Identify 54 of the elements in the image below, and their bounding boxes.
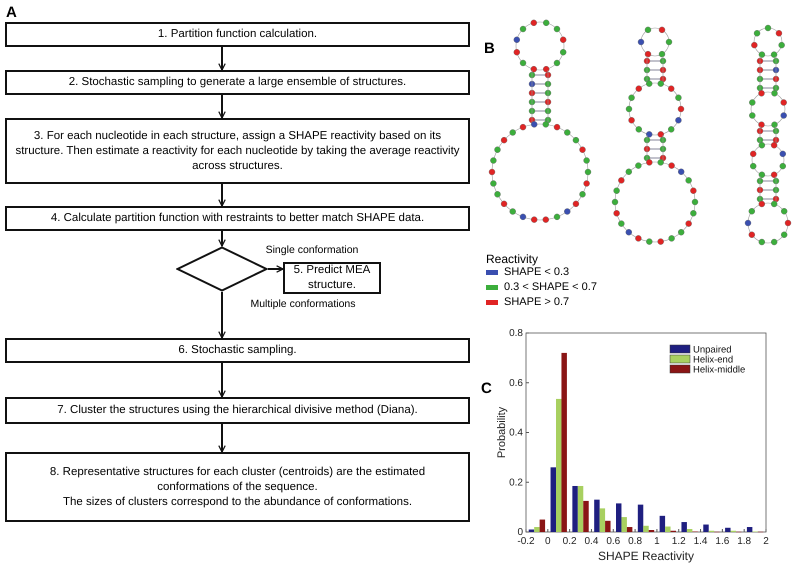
arrow	[218, 424, 226, 453]
step-text: 3. For each nucleotide in each structure, assign a SHAPE reactivity based on its structure. Then estimate a reactivity for each nucleotide by taking the average reactivity across structures.	[15, 128, 460, 174]
panel-letter: C	[481, 379, 492, 399]
tick-label: 2	[763, 536, 769, 547]
legend-label: 0.3 < SHAPE < 0.7	[504, 281, 597, 294]
legend-label: SHAPE < 0.3	[504, 266, 570, 279]
process-box	[5, 22, 470, 47]
arrow	[218, 292, 226, 339]
step-text: 6. Stochastic sampling.	[178, 343, 297, 358]
arrow	[218, 231, 226, 247]
process-box	[5, 118, 470, 184]
process-box	[5, 397, 470, 424]
process-box	[5, 206, 470, 231]
process-box	[5, 338, 470, 363]
step-text: The sizes of clusters correspond to the abundance of conformations.	[62, 494, 412, 510]
tick-label: 0.4	[509, 428, 523, 438]
step-text: 4. Calculate partition function with restraints to better match SHAPE data.	[50, 211, 424, 226]
tick-label: 0.6	[606, 536, 620, 547]
tick-label: -0.2	[517, 536, 535, 547]
axis-title: SHAPE Reactivity	[598, 549, 694, 563]
arrow	[218, 184, 226, 207]
process-box	[283, 262, 381, 294]
legend-title: Reactivity	[486, 251, 538, 267]
tick-label: 0.4	[584, 536, 598, 547]
tick-label: 1	[654, 536, 660, 547]
arrow	[218, 47, 226, 71]
tick-label: 1.4	[694, 536, 708, 547]
step-text: 5. Predict MEA structure.	[293, 263, 371, 293]
tick-label: 1.8	[737, 536, 752, 547]
tick-label: 1.6	[715, 536, 730, 547]
legend-label: Helix-end	[693, 354, 734, 366]
panel-letter: A	[6, 3, 17, 23]
arrow	[268, 265, 284, 273]
legend-label: Helix-middle	[693, 364, 746, 376]
legend-label: SHAPE > 0.7	[504, 296, 570, 309]
arrow	[218, 363, 226, 398]
tick-label: 0	[545, 536, 551, 547]
step-text: 1. Partition function calculation.	[158, 27, 318, 42]
tick-label: 0.2	[562, 536, 577, 547]
tick-label: 0.8	[509, 328, 523, 339]
process-box	[5, 452, 470, 522]
step-text: 7. Cluster the structures using the hierarchical divisive method (Diana).	[57, 403, 418, 418]
tick-label: 0.8	[628, 536, 642, 547]
step-text: 2. Stochastic sampling to generate a large ensemble of structures.	[68, 75, 406, 90]
step-text: 8. Representative structures for each cluster (centroids) are the estimated conformations of the sequence.	[48, 464, 426, 494]
panel-letter: B	[484, 39, 495, 59]
tick-label: 0	[517, 527, 523, 538]
legend-label: Unpaired	[693, 344, 732, 356]
tick-label: 1.2	[672, 536, 686, 547]
axis-title: Probability	[496, 406, 508, 458]
tick-label: 0.2	[509, 477, 523, 488]
tick-label: 0.6	[509, 378, 523, 389]
arrow	[218, 95, 226, 119]
process-box	[5, 70, 470, 95]
